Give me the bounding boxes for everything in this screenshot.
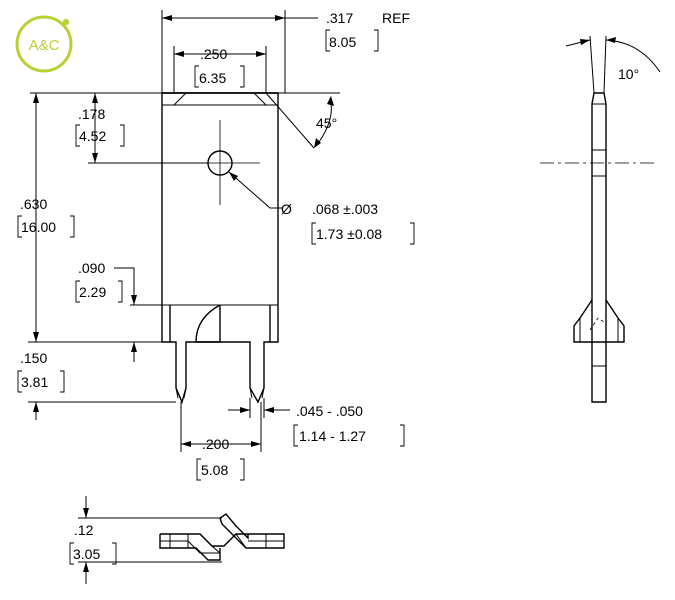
dim-side-angle: 10° <box>565 35 661 94</box>
dim-overall-length: .630 16.00 <box>17 93 162 343</box>
logo: A&C <box>15 15 73 73</box>
dim-leg-width-mm: 1.14 - 1.27 <box>299 428 366 444</box>
dim-overall-width-mm: 8.05 <box>329 34 356 50</box>
dim-hole-diameter-symbol: Ø <box>281 201 292 217</box>
dim-notch-height-mm: 2.29 <box>79 284 106 300</box>
dim-side-angle-text: 10° <box>618 66 639 82</box>
dim-leg-spacing-inch: .200 <box>202 436 229 452</box>
dim-overall-length-mm: 16.00 <box>21 219 56 235</box>
dim-overall-width: .317 REF 8.05 <box>161 10 410 93</box>
dim-hole-from-top: .178 4.52 <box>30 92 208 164</box>
logo-text: A&C <box>29 37 60 54</box>
dim-top-width-inch: .250 <box>200 46 227 62</box>
dim-leg-length-mm: 3.81 <box>21 374 48 390</box>
dim-leg-width: .045 - .050 1.14 - 1.27 <box>228 398 405 447</box>
dim-leg-spacing-mm: 5.08 <box>201 462 228 478</box>
front-view <box>161 92 279 405</box>
dim-notch-height: .090 2.29 <box>75 260 162 362</box>
dim-leg-width-inch: .045 - .050 <box>296 403 363 419</box>
dim-leg-spacing: .200 5.08 <box>180 402 262 481</box>
dim-hole-diameter-mm: 1.73 ±0.08 <box>316 226 382 242</box>
dim-hole-from-top-mm: 4.52 <box>79 128 106 144</box>
dim-bend-height-mm: 3.05 <box>73 546 100 562</box>
dim-overall-length-inch: .630 <box>20 196 47 212</box>
dim-bend-height-inch: .12 <box>74 522 94 538</box>
dim-leg-length-inch: .150 <box>20 350 47 366</box>
dim-leg-length: .150 3.81 <box>17 350 176 420</box>
dim-notch-height-inch: .090 <box>78 260 105 276</box>
bottom-view <box>159 513 285 561</box>
dim-top-width-mm: 6.35 <box>199 70 226 86</box>
side-view <box>540 92 655 403</box>
dim-chamfer-angle-text: 45° <box>316 115 337 131</box>
dim-top-width: .250 6.35 <box>173 46 267 93</box>
dim-overall-width-inch: .317 <box>326 10 353 26</box>
dim-hole-diameter-inch: .068 ±.003 <box>312 201 378 217</box>
dim-overall-width-note: REF <box>382 10 410 26</box>
dim-chamfer-angle: 45° <box>265 92 340 149</box>
dim-hole-from-top-inch: .178 <box>78 106 105 122</box>
dim-bend-height: .12 3.05 <box>69 496 222 584</box>
dim-hole-diameter: Ø .068 ±.003 1.73 ±0.08 <box>228 171 415 245</box>
